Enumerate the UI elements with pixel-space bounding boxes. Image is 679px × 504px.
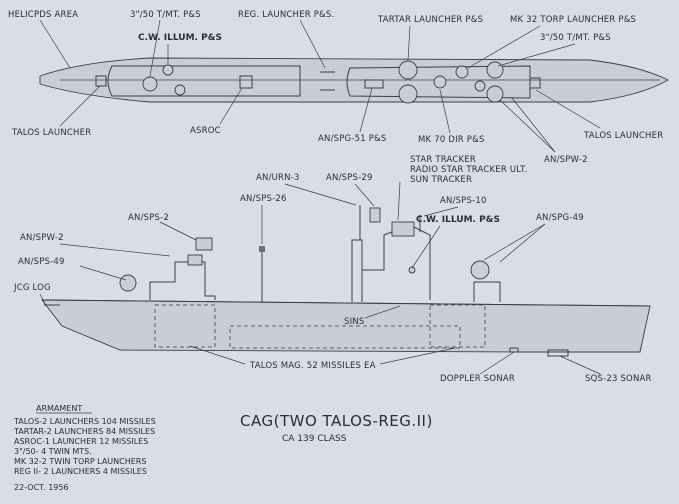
talos-launcher-right-label: TALOS LAUNCHER xyxy=(583,131,663,141)
reg-launcher-label: REG. LAUNCHER P&S. xyxy=(238,10,334,20)
armament-heading: ARMAMENT xyxy=(36,404,82,413)
mk70-label: MK 70 DIR P&S xyxy=(418,135,485,145)
sqs23-sonar-label: SQS-23 SONAR xyxy=(585,374,652,384)
spg51-label: AN/SPG-51 P&S xyxy=(318,134,386,144)
spg49-label: AN/SPG-49 xyxy=(536,213,584,223)
tartar-launcher-label: TARTAR LAUNCHER P&S xyxy=(377,15,483,25)
profile-leader-lines xyxy=(39,181,601,375)
armament-line: ASROC-1 LAUNCHER 12 MISSILES xyxy=(14,437,148,446)
armament-line: TALOS-2 LAUNCHERS 104 MISSILES xyxy=(13,417,156,426)
spw2-plan-label: AN/SPW-2 xyxy=(544,155,588,165)
asroc-label: ASROC xyxy=(190,126,221,136)
armament-line: 3"/50- 4 TWIN MTS. xyxy=(14,447,92,456)
profile-view xyxy=(41,205,651,357)
sun-tracker-label: SUN TRACKER xyxy=(410,175,472,185)
diagram-title: CAG(TWO TALOS-REG.II) xyxy=(240,412,433,430)
radio-star-tracker-label: RADIO STAR TRACKER ULT. xyxy=(410,165,527,175)
gun-aft-label: 3"/50 T/MT. P&S xyxy=(540,33,611,43)
sps29-label: AN/SPS-29 xyxy=(326,173,373,183)
diagram-subtitle: CA 139 CLASS xyxy=(282,434,347,444)
cw-illum-plan-label: C.W. ILLUM. P&S xyxy=(138,33,222,43)
plan-view xyxy=(39,57,669,104)
talos-magazine-label: TALOS MAG. 52 MISSILES EA xyxy=(249,361,376,371)
sps26-label: AN/SPS-26 xyxy=(240,194,287,204)
armament-line: REG II- 2 LAUNCHERS 4 MISSILES xyxy=(14,467,147,476)
armament-block: ARMAMENT TALOS-2 LAUNCHERS 104 MISSILES … xyxy=(13,404,156,476)
star-tracker-label: STAR TRACKER xyxy=(410,155,476,165)
gun-fwd-label: 3"/50 T/MT. P&S xyxy=(130,10,201,20)
drawing-date: 22-OCT. 1956 xyxy=(14,483,69,492)
jcg-log-label: JCG LOG xyxy=(13,283,51,293)
cw-illum-profile-label: C.W. ILLUM. P&S xyxy=(416,215,500,225)
urn3-label: AN/URN-3 xyxy=(256,173,300,183)
plan-leader-lines xyxy=(39,19,601,153)
helo-area-label: HELICPDS AREA xyxy=(8,10,78,20)
talos-launcher-left-label: TALOS LAUNCHER xyxy=(11,128,91,138)
mk32-label: MK 32 TORP LAUNCHER P&S xyxy=(510,15,636,25)
armament-line: TARTAR-2 LAUNCHERS 84 MISSILES xyxy=(13,427,155,436)
spw2-profile-label: AN/SPW-2 xyxy=(20,233,64,243)
sps10-label: AN/SPS-10 xyxy=(440,196,487,206)
sps2-label: AN/SPS-2 xyxy=(128,213,169,223)
sps49-label: AN/SPS-49 xyxy=(18,257,65,267)
armament-line: MK 32-2 TWIN TORP LAUNCHERS xyxy=(14,457,146,466)
doppler-sonar-label: DOPPLER SONAR xyxy=(440,374,515,384)
sins-label: SINS xyxy=(344,317,364,327)
